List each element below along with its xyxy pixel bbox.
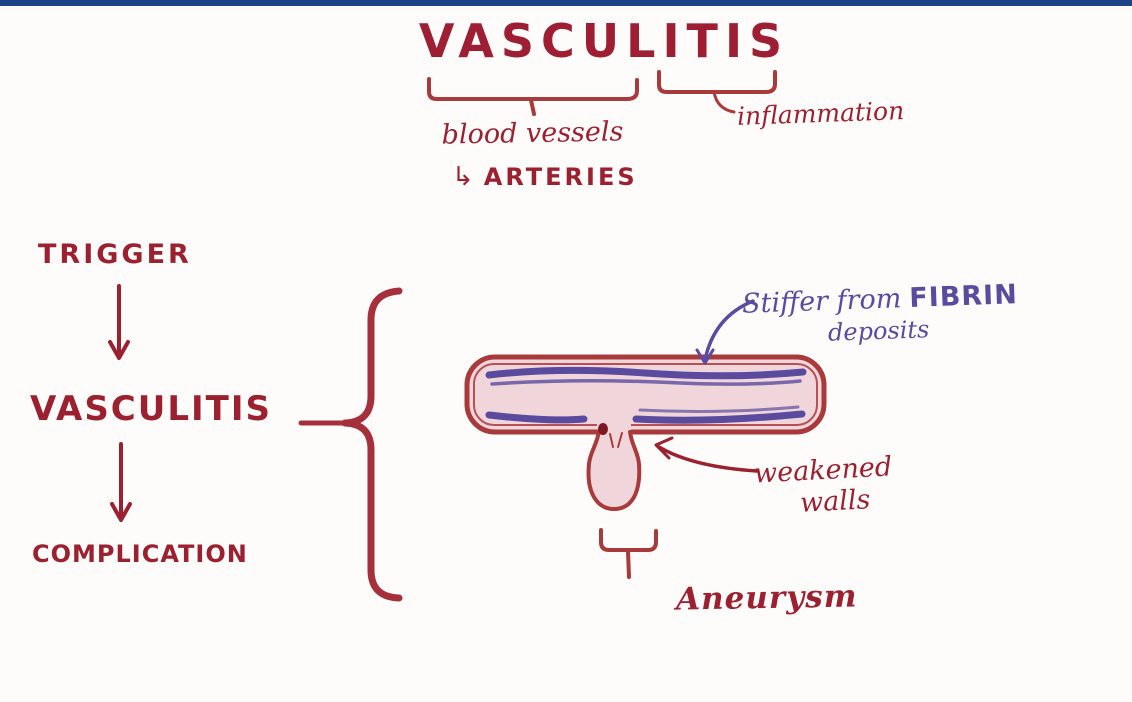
blood-vessels-label: blood vessels (441, 116, 624, 151)
arrow-trigger-to-vasculitis (108, 284, 130, 360)
trigger-label: TRIGGER (38, 239, 192, 270)
arteries-word: ARTERIES (483, 163, 638, 191)
vasculitis-label: VASCULITIS (30, 389, 273, 429)
deposits-label: deposits (827, 315, 930, 347)
weakened-walls-label-line2: walls (799, 484, 872, 519)
fibrin-deposit-top (485, 366, 807, 386)
underbrace-itis-icon (657, 70, 777, 114)
fibrin-arrow (695, 299, 755, 365)
complication-label: COMPLICATION (32, 540, 248, 568)
top-progress-bar (0, 0, 1132, 6)
fibrin-deposit-bottom (485, 405, 806, 424)
underbrace-vascul-icon (427, 77, 639, 116)
fibrin-annotation-prefix: Stiffer from (741, 283, 902, 320)
aneurysm-bracket-icon (599, 528, 658, 579)
arteries-label: ↳ ARTERIES (452, 162, 638, 192)
aneurysm-label: Aneurysm (675, 578, 858, 618)
weakened-walls-arrow (654, 436, 759, 473)
clot-speck (598, 423, 608, 435)
arrow-vasculitis-to-complication (110, 442, 132, 522)
page-title: VASCULITIS (418, 14, 790, 68)
inflammation-label: inflammation (736, 96, 905, 131)
arrow-hook-icon: ↳ (452, 162, 474, 192)
aneurysm-bulge (586, 423, 642, 512)
curly-brace (298, 287, 403, 602)
fibrin-annotation-word: FIBRIN (908, 279, 1019, 314)
